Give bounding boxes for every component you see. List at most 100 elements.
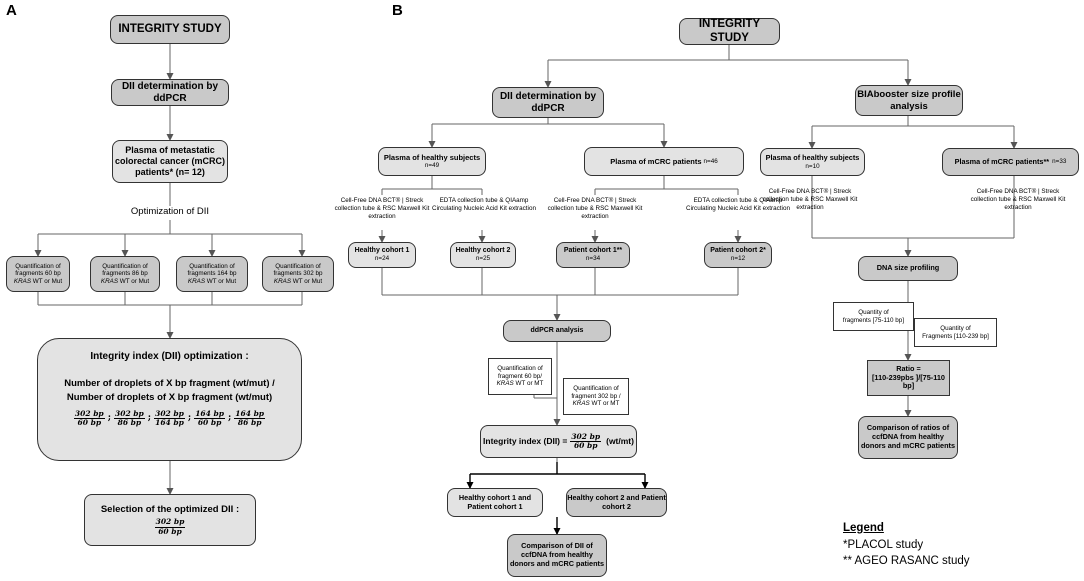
plasma-mcrc-box: Plasma of mCRC patients n=46 bbox=[584, 147, 744, 176]
plasma-mcrc-text: Plasma of metastatic colorectal cancer (… bbox=[114, 145, 226, 177]
integrity-index-suffix: (wt/mt) bbox=[606, 436, 634, 447]
mutation-status: WT or MT bbox=[589, 400, 620, 408]
mutation-status: WT or Mut bbox=[118, 277, 150, 285]
bia-healthy-box: Plasma of healthy subjects n=10 bbox=[760, 148, 865, 176]
bia-mcrc-box: Plasma of mCRC patients** n=33 bbox=[942, 148, 1079, 176]
extraction-streck-label: Cell-Free DNA BCT® | Streck collection t… bbox=[547, 197, 643, 220]
quantification-line2: fragments 302 bp bbox=[273, 270, 323, 278]
quantification-line1: Quantification of bbox=[102, 262, 148, 270]
comparison-ratios-box: Comparison of ratios of ccfDNA from heal… bbox=[858, 416, 958, 459]
ratio-title: Ratio = bbox=[896, 363, 921, 373]
legend-item: *PLACOL study bbox=[843, 538, 924, 551]
dii-optimization-title: Integrity index (DII) optimization : bbox=[90, 351, 249, 362]
plasma-mcrc-title: Plasma of mCRC patients bbox=[610, 157, 702, 166]
fraction-separator: ; bbox=[227, 412, 232, 423]
comparison-group-text: Healthy cohort 2 and Patient cohort 2 bbox=[567, 492, 666, 511]
cohort-title: Patient cohort 1** bbox=[563, 247, 623, 255]
integrity-index-box: Integrity index (DII) = 302 bp 60 bp (wt… bbox=[480, 425, 637, 458]
fraction-separator: ; bbox=[147, 412, 152, 423]
mutation-status: WT or Mut bbox=[291, 277, 323, 285]
ratio-box: Ratio = [110-239pbs ]/[75-110 bp] bbox=[867, 360, 950, 396]
gene-name: KRAS bbox=[496, 380, 514, 388]
selection-title: Selection of the optimized DII : bbox=[100, 504, 240, 516]
panel-a-label: A bbox=[6, 2, 17, 19]
quantification-line1: Quantification of bbox=[573, 385, 619, 393]
dii-determination-text: DII determination by ddPCR bbox=[499, 90, 597, 114]
cohort-n: n=12 bbox=[730, 255, 746, 263]
quantification-line2: fragments 164 bp bbox=[187, 270, 237, 278]
fraction-separator: ; bbox=[107, 412, 112, 423]
fraction-denominator: 86 bp bbox=[117, 417, 142, 427]
panel-a-integrity-study-box: INTEGRITY STUDY bbox=[110, 15, 230, 44]
panel-b-integrity-study-box: INTEGRITY STUDY bbox=[679, 18, 780, 45]
comparison-dii-box: Comparison of DII of ccfDNA from healthy… bbox=[507, 534, 607, 577]
dii-determination-text: DII determination by ddPCR bbox=[121, 80, 219, 104]
dna-size-profiling-box: DNA size profiling bbox=[858, 256, 958, 281]
cohort-title: Patient cohort 2* bbox=[710, 247, 766, 255]
fraction-numerator: 302 bp bbox=[73, 408, 105, 419]
fraction-numerator: 164 bp bbox=[234, 408, 266, 419]
extraction-edta-label: EDTA collection tube & QIAamp Circulatin… bbox=[432, 197, 536, 212]
quantification-302bp-box: Quantification of fragment 302 bp / KRAS… bbox=[563, 378, 629, 415]
extraction-streck-label: Cell-Free DNA BCT® | Streck collection t… bbox=[762, 188, 858, 211]
plasma-healthy-title: Plasma of healthy subjects bbox=[383, 153, 481, 163]
comparison-dii-text: Comparison of DII of ccfDNA from healthy… bbox=[509, 541, 605, 568]
bia-mcrc-n: n=33 bbox=[1052, 158, 1067, 166]
biabooster-box: BIAbooster size profile analysis bbox=[855, 85, 963, 116]
extraction-edta-label: EDTA collection tube & QIAamp Circulatin… bbox=[686, 197, 790, 212]
ddpcr-analysis-text: ddPCR analysis bbox=[530, 326, 584, 334]
quantity-line2: fragments [75-110 bp] bbox=[842, 316, 905, 324]
fraction-denominator: 60 bp bbox=[573, 441, 598, 450]
fraction-denominator: 86 bp bbox=[237, 417, 262, 427]
cohort-title: Healthy cohort 1 bbox=[354, 247, 410, 255]
quantification-164bp-box: Quantification of fragments 164 bp KRAS … bbox=[176, 256, 248, 292]
fraction-denominator: 60 bp bbox=[158, 526, 182, 536]
ddpcr-analysis-box: ddPCR analysis bbox=[503, 320, 611, 342]
integrity-index-label: Integrity index (DII) = bbox=[483, 436, 568, 447]
quantification-line1: Quantification of bbox=[15, 262, 61, 270]
quantification-302bp-box: Quantification of fragments 302 bp KRAS … bbox=[262, 256, 334, 292]
patient-cohort-1-box: Patient cohort 1** n=34 bbox=[556, 242, 630, 268]
fraction-denominator: 164 bp bbox=[155, 417, 184, 427]
ratio-formula: [110-239pbs ]/[75-110 bp] bbox=[871, 372, 945, 391]
plasma-healthy-box: Plasma of healthy subjects n=49 bbox=[378, 147, 486, 176]
panel-b-dii-determination-box: DII determination by ddPCR bbox=[492, 87, 604, 118]
integrity-study-title: INTEGRITY STUDY bbox=[698, 17, 761, 44]
gene-name: KRAS bbox=[100, 277, 119, 285]
panel-b-label: B bbox=[392, 2, 403, 19]
cohort-n: n=25 bbox=[475, 255, 491, 263]
bia-healthy-title: Plasma of healthy subjects bbox=[765, 152, 860, 162]
cohort-n: n=24 bbox=[374, 255, 390, 263]
fraction-denominator: 60 bp bbox=[77, 417, 102, 427]
quantity-110-239-box: Quantity of Fragments [110-239 bp] bbox=[914, 318, 997, 347]
plasma-mcrc-n: n=46 bbox=[703, 157, 718, 165]
dna-size-profiling-text: DNA size profiling bbox=[876, 263, 940, 273]
quantification-60bp-box: Quantification of fragment 60 bp/ KRAS W… bbox=[488, 358, 552, 395]
fraction-numerator: 302 bp bbox=[114, 408, 145, 419]
selection-optimized-dii-box: Selection of the optimized DII : 302 bp … bbox=[84, 494, 256, 546]
healthy-cohort-2-box: Healthy cohort 2 n=25 bbox=[450, 242, 516, 268]
quantity-line1: Quantity of bbox=[940, 324, 971, 332]
legend-title: Legend bbox=[843, 522, 884, 534]
gene-name: KRAS bbox=[13, 277, 32, 285]
fraction-numerator: 164 bp bbox=[194, 408, 225, 419]
bia-mcrc-title: Plasma of mCRC patients** bbox=[954, 156, 1050, 166]
quantity-75-110-box: Quantity of fragments [75-110 bp] bbox=[833, 302, 914, 331]
patient-cohort-2-box: Patient cohort 2* n=12 bbox=[704, 242, 772, 268]
cohort-title: Healthy cohort 2 bbox=[455, 247, 511, 255]
biabooster-text: BIAbooster size profile analysis bbox=[857, 89, 961, 112]
quantification-line1: Quantification of bbox=[275, 262, 321, 270]
gene-name: KRAS bbox=[187, 277, 206, 285]
panel-a-plasma-mcrc-box: Plasma of metastatic colorectal cancer (… bbox=[112, 140, 228, 183]
fraction-denominator: 60 bp bbox=[197, 417, 222, 427]
fraction-separator: ; bbox=[187, 412, 192, 423]
healthy-cohort-1-box: Healthy cohort 1 n=24 bbox=[348, 242, 416, 268]
comparison-group-text: Healthy cohort 1 and Patient cohort 1 bbox=[458, 492, 532, 511]
quantity-line2: Fragments [110-239 bp] bbox=[922, 332, 989, 340]
legend-item: ** AGEO RASANC study bbox=[843, 555, 970, 568]
comparison-ratios-text: Comparison of ratios of ccfDNA from heal… bbox=[860, 423, 956, 450]
